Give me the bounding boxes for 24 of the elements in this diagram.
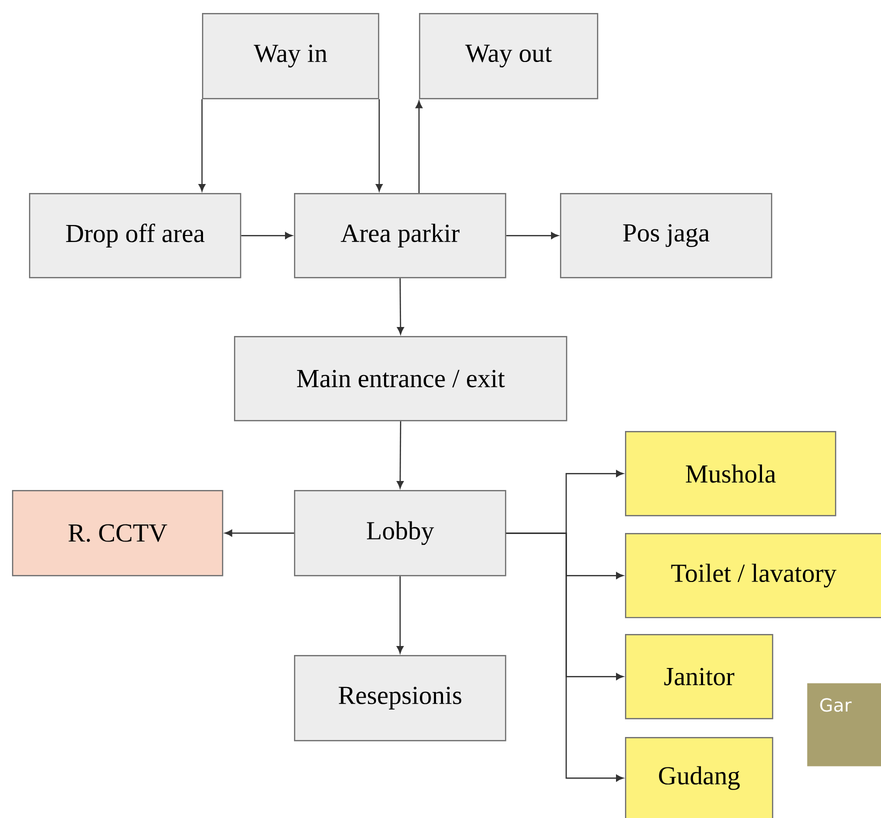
box: Way out: [419, 13, 598, 100]
arrow: [376, 99, 383, 192]
arrow: [241, 232, 292, 240]
box: Area parkir: [294, 193, 506, 278]
box: Gudang: [625, 737, 774, 818]
box: Pos jaga: [560, 193, 772, 278]
box: Toilet / lavatory: [625, 533, 881, 618]
box: Lobby: [294, 490, 506, 576]
arrow: [416, 100, 422, 193]
box: Drop off area: [29, 193, 242, 278]
arrow: [506, 232, 558, 240]
box: R. CCTV: [12, 490, 224, 576]
box: Way in: [202, 13, 380, 100]
box: Resepsionis: [294, 655, 506, 742]
button: Gar: [807, 683, 881, 766]
arrow: [224, 530, 294, 537]
arrow: [397, 278, 404, 334]
arrow: [396, 421, 404, 488]
box: Mushola: [625, 431, 836, 516]
arrow: [198, 99, 206, 192]
arrow: [506, 532, 624, 782]
box: Main entrance / exit: [234, 336, 568, 422]
arrow: [396, 576, 404, 654]
box: Janitor: [625, 634, 774, 720]
